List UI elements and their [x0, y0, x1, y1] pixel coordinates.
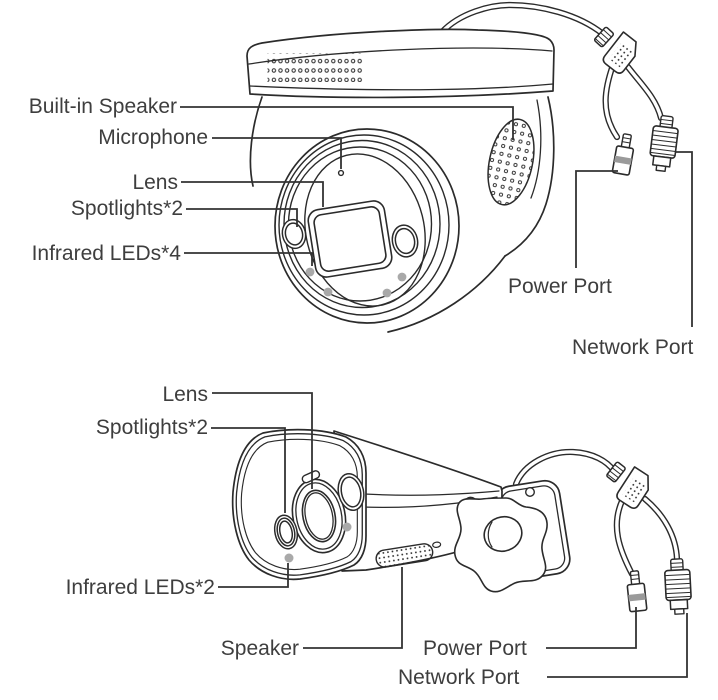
turret-lens-window: [307, 200, 393, 278]
turret-spotlights-label: Spotlights*2: [70, 197, 183, 220]
turret-microphone-label: Microphone: [98, 126, 208, 149]
leader-bullet-infrared-leds: [218, 563, 289, 588]
leader-bullet-power-port: [546, 607, 637, 649]
turret-spotlight-left: [281, 218, 307, 250]
bullet-infrared-leds: [284, 522, 352, 563]
turret-power-port-label: Power Port: [508, 275, 612, 298]
turret-network-connector: [647, 113, 681, 174]
bullet-spotlight-left: [273, 514, 299, 550]
turret-infrared-leds-label: Infrared LEDs*4: [31, 242, 181, 265]
bullet-adjustment-knob: [453, 497, 548, 593]
turret-microphone-hole: [337, 169, 345, 177]
bullet-network-port-label: Network Port: [398, 666, 520, 689]
bullet-mount-screw-hole: [525, 487, 536, 498]
leader-turret-built-in-speaker: [180, 106, 514, 140]
leader-bullet-network-port: [547, 613, 688, 678]
turret-built-in-speaker-label: Built-in Speaker: [28, 95, 177, 118]
bullet-camera-drawing: [231, 428, 693, 616]
turret-pigtail-cable: [438, 1, 665, 141]
leader-turret-microphone: [212, 137, 342, 169]
bullet-spotlight-right: [337, 472, 365, 512]
turret-camera-drawing: [246, 1, 681, 334]
bullet-spotlights-label: Spotlights*2: [95, 416, 208, 439]
leader-bullet-spotlights: [211, 427, 286, 513]
leader-turret-infrared-leds: [184, 252, 313, 266]
bullet-power-port-label: Power Port: [423, 637, 527, 660]
bullet-lens-label: Lens: [162, 383, 208, 406]
turret-infrared-leds: [305, 267, 407, 298]
bullet-power-connector: [625, 569, 648, 613]
leader-bullet-lens: [212, 392, 313, 489]
leader-bullet-speaker: [303, 567, 403, 649]
bullet-network-connector: [663, 557, 693, 616]
bullet-speaker-label: Speaker: [220, 637, 299, 660]
bullet-speaker-grille: [375, 541, 442, 568]
turret-base: [246, 28, 555, 99]
bullet-lens: [291, 478, 347, 554]
turret-spotlight-right: [391, 224, 419, 258]
turret-speaker-grille: [487, 118, 535, 206]
turret-lens-label: Lens: [132, 171, 178, 194]
leader-turret-network-port: [676, 151, 693, 327]
bullet-infrared-leds-label: Infrared LEDs*2: [65, 576, 215, 599]
leader-turret-power-port: [575, 170, 618, 268]
turret-network-port-label: Network Port: [572, 336, 694, 359]
leader-turret-spotlights: [186, 208, 298, 227]
bullet-pigtail-cable: [512, 448, 681, 578]
leader-turret-lens: [181, 181, 324, 207]
